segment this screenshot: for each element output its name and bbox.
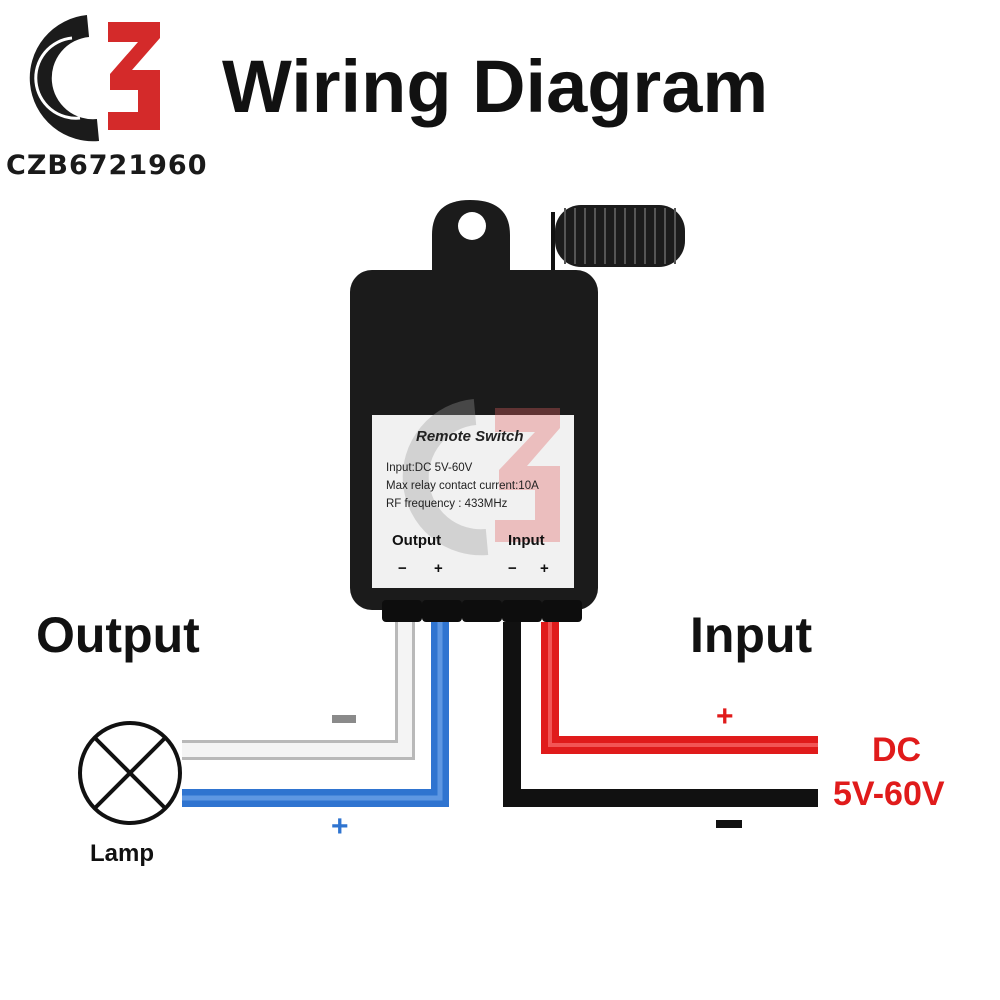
dc-voltage-range: 5V-60V (833, 775, 945, 813)
label-watermark-icon (402, 399, 560, 556)
input-plus-sign: + (716, 700, 734, 733)
input-heading: Input (690, 607, 813, 663)
page-title: Wiring Diagram (222, 45, 769, 128)
mounting-tab (432, 200, 510, 280)
polarity-input-plus: + (540, 560, 549, 577)
spec-max-current: Max relay contact current:10A (386, 480, 539, 492)
dc-label: DC (872, 731, 922, 769)
device-terminals (382, 600, 582, 622)
brand-logo-icon (29, 15, 160, 142)
logo-text: CZB6721960 (6, 150, 208, 181)
wire-white (182, 622, 415, 760)
wire-black (503, 622, 818, 807)
output-plus-sign: + (331, 810, 349, 843)
output-heading: Output (36, 607, 200, 663)
label-input-text: Input (508, 532, 545, 549)
polarity-output-minus: − (398, 560, 407, 577)
spec-rf-frequency: RF frequency : 433MHz (386, 498, 508, 510)
antenna-icon (551, 205, 685, 290)
input-minus-sign (716, 820, 742, 828)
label-output-text: Output (392, 532, 442, 549)
device-label-plate (372, 415, 574, 588)
spec-input-voltage: Input:DC 5V-60V (386, 462, 473, 474)
polarity-output-plus: + (434, 560, 443, 577)
output-minus-sign (332, 715, 356, 723)
lamp-symbol-icon (78, 721, 182, 825)
label-title: Remote Switch (416, 428, 524, 445)
lamp-label: Lamp (90, 840, 155, 867)
mounting-hole (458, 212, 486, 240)
polarity-input-minus: − (508, 560, 517, 577)
